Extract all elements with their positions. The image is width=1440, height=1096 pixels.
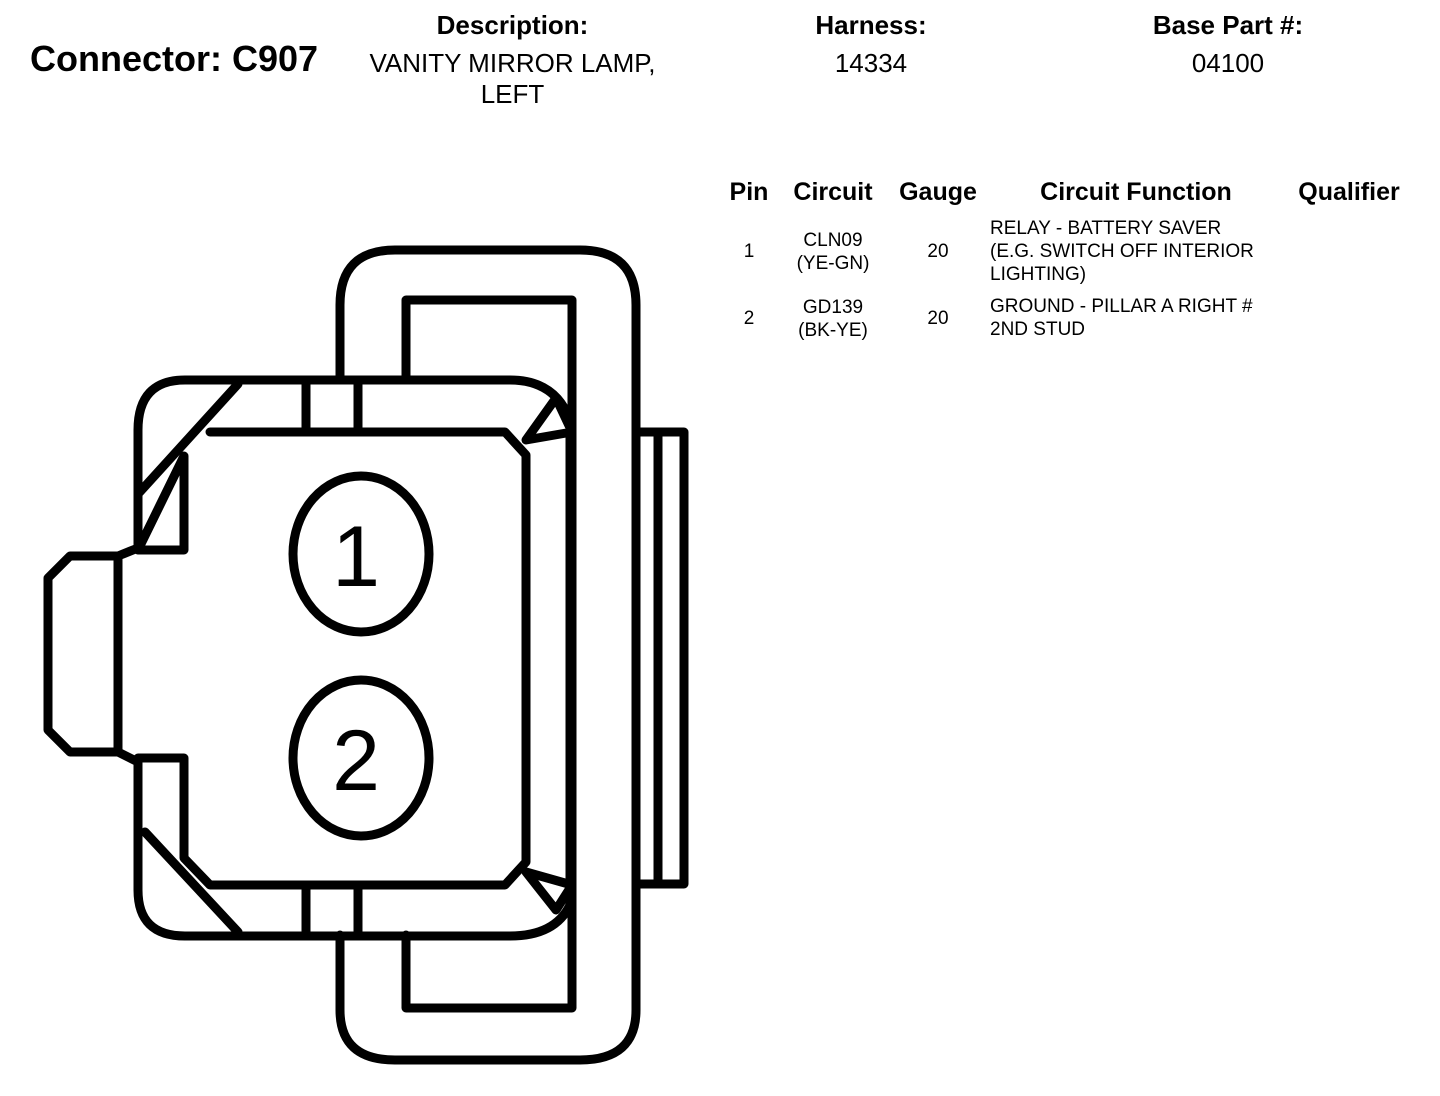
row-2-circuit: GD139 (BK-YE) xyxy=(785,296,881,342)
connector-id: C907 xyxy=(232,38,319,79)
wedge-bottom xyxy=(521,867,577,915)
wedge-top xyxy=(521,393,577,445)
description-value: VANITY MIRROR LAMP, LEFT xyxy=(340,48,685,110)
column-header-circuit-function: Circuit Function xyxy=(1040,178,1232,206)
base-part-label: Base Part #: xyxy=(1152,10,1304,40)
harness-block: Harness: 14334 xyxy=(760,10,982,79)
column-header-circuit: Circuit xyxy=(793,178,873,206)
pin-2-label: 2 xyxy=(332,713,380,809)
pin-1-cavity xyxy=(288,471,434,637)
column-header-gauge: Gauge xyxy=(899,178,977,206)
pin-1-label: 1 xyxy=(332,509,380,605)
function-line: (E.G. SWITCH OFF INTERIOR xyxy=(990,241,1254,262)
pin-pocket xyxy=(133,427,531,890)
chamfer-top-left xyxy=(133,379,243,499)
function-line: RELAY - BATTERY SAVER xyxy=(990,218,1222,239)
description-label: Description: xyxy=(436,10,589,40)
chamfer-bottom-left xyxy=(140,827,243,937)
row-1-circuit-function: RELAY - BATTERY SAVER (E.G. SWITCH OFF I… xyxy=(990,217,1310,286)
circuit-line: CLN09 xyxy=(803,230,863,251)
latch-outer-loop xyxy=(335,245,641,1065)
circuit-line: GD139 xyxy=(802,297,864,318)
pin-2-cavity xyxy=(288,675,434,841)
circuit-line: (YE-GN) xyxy=(796,253,870,274)
row-2-circuit-function: GROUND - PILLAR A RIGHT # 2ND STUD xyxy=(990,295,1310,341)
description-line: LEFT xyxy=(480,79,545,109)
base-part-block: Base Part #: 04100 xyxy=(1110,10,1346,79)
connector-face-diagram: 1 2 xyxy=(43,245,689,1065)
row-2-gauge: 20 xyxy=(927,308,949,329)
harness-label: Harness: xyxy=(815,10,927,40)
connector-label: Connector: xyxy=(30,38,222,79)
connector-title: Connector: C907 xyxy=(30,38,318,80)
row-2-pin: 2 xyxy=(743,308,755,329)
row-1-circuit: CLN09 (YE-GN) xyxy=(785,229,881,275)
function-line: GROUND - PILLAR A RIGHT # xyxy=(990,296,1253,317)
housing-outer xyxy=(43,375,575,941)
harness-value: 14334 xyxy=(834,48,908,78)
row-1-gauge: 20 xyxy=(927,241,949,262)
column-header-qualifier: Qualifier xyxy=(1298,178,1400,206)
circuit-line: (BK-YE) xyxy=(798,320,868,341)
row-1-pin: 1 xyxy=(743,241,755,262)
function-line: LIGHTING) xyxy=(990,264,1087,285)
description-line: VANITY MIRROR LAMP, xyxy=(369,48,656,78)
function-line: 2ND STUD xyxy=(990,319,1086,340)
description-block: Description: VANITY MIRROR LAMP, LEFT xyxy=(340,10,685,110)
base-part-value: 04100 xyxy=(1191,48,1265,78)
column-header-pin: Pin xyxy=(729,178,769,206)
